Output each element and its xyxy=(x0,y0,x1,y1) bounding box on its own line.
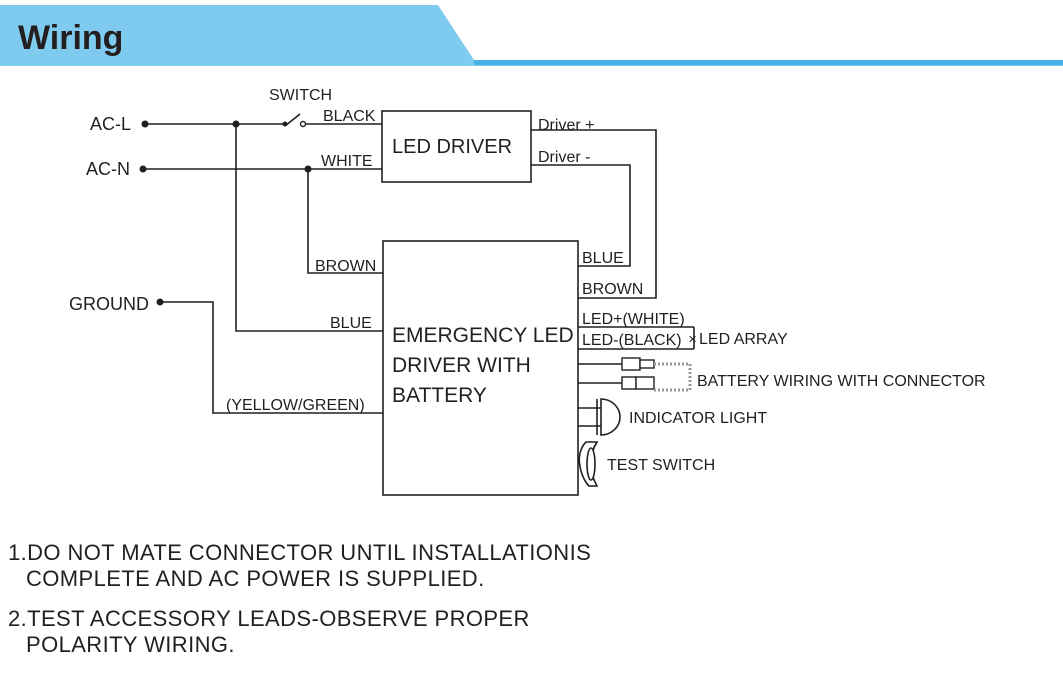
battery-connector xyxy=(621,357,655,390)
test-switch-symbol xyxy=(578,441,599,487)
note-2-line-2: POLARITY WIRING. xyxy=(26,632,235,657)
led-driver-box xyxy=(381,110,532,183)
led-array-mark: ✕ xyxy=(688,334,697,346)
connector-plug-1 xyxy=(621,357,641,371)
ground-dot xyxy=(156,298,164,306)
driver-minus-wire xyxy=(531,164,631,267)
battery-wiring-label: BATTERY WIRING WITH CONNECTOR xyxy=(697,373,986,390)
junction-dot-l xyxy=(232,120,240,128)
switch-pivot-dot xyxy=(282,121,288,127)
note-1-line-2: COMPLETE AND AC POWER IS SUPPLIED. xyxy=(26,566,485,591)
blue-out-label: BLUE xyxy=(582,250,624,267)
brown-out-label: BROWN xyxy=(582,281,643,298)
blue-in-label: BLUE xyxy=(330,315,372,332)
yellow-green-label: (YELLOW/GREEN) xyxy=(226,397,365,414)
connector-plug-2 xyxy=(621,376,637,390)
terminal-dots xyxy=(139,120,312,306)
driver-minus-label: Driver - xyxy=(538,149,590,166)
emergency-driver-box xyxy=(382,240,579,496)
led-minus-label: LED-(BLACK) xyxy=(582,332,682,349)
page-title: Wiring xyxy=(18,19,123,57)
emergency-label-line-3: BATTERY xyxy=(392,384,487,407)
switch-contact xyxy=(299,120,307,128)
ac-l-blue-wire xyxy=(235,124,383,332)
connector-plug-2b xyxy=(635,376,655,390)
note-2: 2.TEST ACCESSORY LEADS-OBSERVE PROPER PO… xyxy=(8,606,530,658)
note-1: 1.DO NOT MATE CONNECTOR UNTIL INSTALLATI… xyxy=(8,540,591,592)
driver-plus-wire xyxy=(531,129,657,299)
header-banner: Wiring xyxy=(0,5,1063,66)
banner-accent-line xyxy=(474,60,1063,65)
ac-n-dot xyxy=(139,165,147,173)
switch-label: SWITCH xyxy=(269,87,332,104)
ac-l-dot xyxy=(141,120,149,128)
driver-plus-label: Driver + xyxy=(538,117,594,134)
led-plus-label: LED+(WHITE) xyxy=(582,311,685,328)
note-2-line-1: 2.TEST ACCESSORY LEADS-OBSERVE PROPER xyxy=(8,606,530,631)
emergency-label-line-1: EMERGENCY LED xyxy=(392,324,574,347)
black-wire-label: BLACK xyxy=(323,108,376,125)
banner-light xyxy=(0,5,1063,66)
ac-n-brown-wire xyxy=(307,169,383,274)
emergency-label-line-2: DRIVER WITH xyxy=(392,354,531,377)
note-1-line-1: 1.DO NOT MATE CONNECTOR UNTIL INSTALLATI… xyxy=(8,540,592,565)
ground-label: GROUND xyxy=(69,294,149,314)
ground-wire xyxy=(160,301,383,414)
brown-in-label: BROWN xyxy=(315,258,376,275)
junction-dot-n xyxy=(304,165,312,173)
led-array-label: LED ARRAY xyxy=(699,331,788,348)
led-driver-label: LED DRIVER xyxy=(392,136,512,158)
white-wire-label: WHITE xyxy=(321,153,373,170)
indicator-dome xyxy=(600,398,621,436)
ac-n-label: AC-N xyxy=(86,159,130,179)
test-switch-label: TEST SWITCH xyxy=(607,457,715,474)
indicator-light-symbol xyxy=(596,398,621,436)
indicator-light-label: INDICATOR LIGHT xyxy=(629,410,767,427)
test-switch-button xyxy=(586,447,596,481)
wires xyxy=(143,113,695,427)
ac-l-label: AC-L xyxy=(90,114,131,134)
battery-dotted-loop xyxy=(654,362,692,392)
connector-plug-1b xyxy=(639,359,655,369)
